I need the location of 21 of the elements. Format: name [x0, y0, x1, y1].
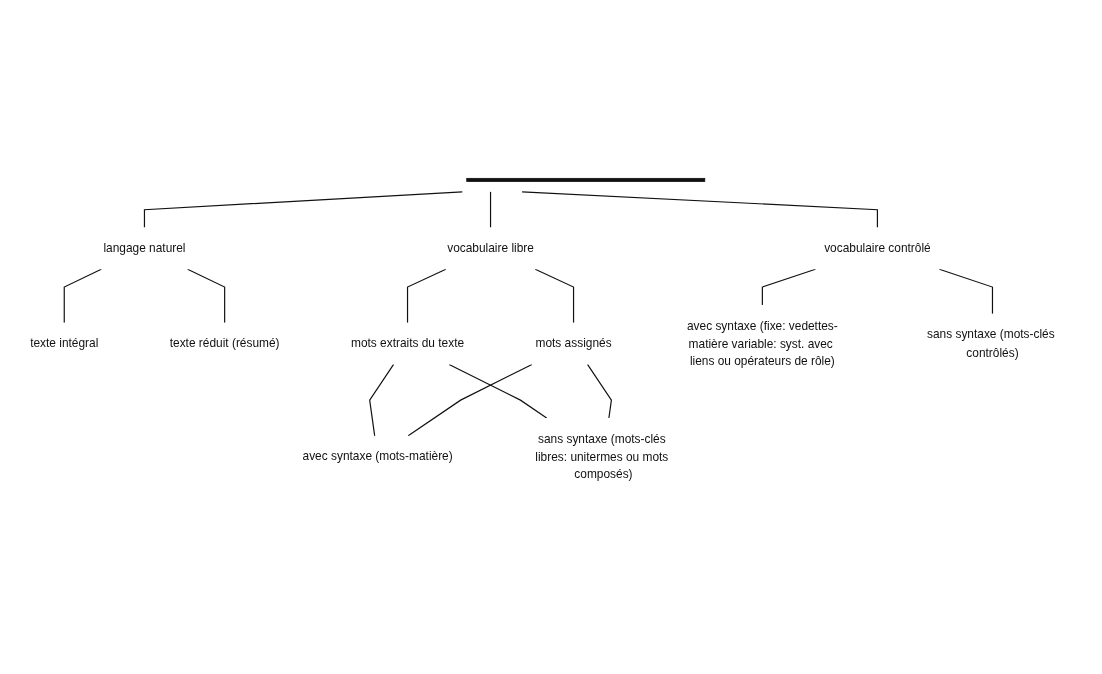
node-text: vocabulaire contrôlé — [824, 241, 931, 255]
connector — [448, 363, 548, 419]
node-text: avec syntaxe (fixe: vedettes-matière variable: syst. avec liens ou opérateurs de rôle) — [686, 318, 838, 368]
connector — [521, 191, 878, 229]
node-text: texte réduit (résumé) — [169, 336, 280, 350]
node-bar — [466, 178, 706, 183]
connector — [369, 363, 395, 437]
connector — [938, 268, 994, 315]
connector — [143, 191, 463, 229]
connector — [586, 363, 613, 419]
node-text: mots extraits du texte — [350, 336, 465, 350]
node-text: vocabulaire libre — [447, 241, 534, 255]
connector — [761, 268, 817, 306]
node-text: texte intégral — [30, 336, 99, 350]
node-text: mots assignés — [535, 336, 612, 350]
node-text: sans syntaxe (mots-clés contrôlés) — [926, 327, 1055, 359]
node-text: avec syntaxe (mots-matière) — [302, 449, 453, 463]
node-text: sans syntaxe (mots-clés libres: unitermes ou mots composés) — [535, 431, 669, 481]
connector — [489, 191, 492, 229]
node-text: langage naturel — [103, 241, 186, 255]
connector — [407, 363, 533, 437]
